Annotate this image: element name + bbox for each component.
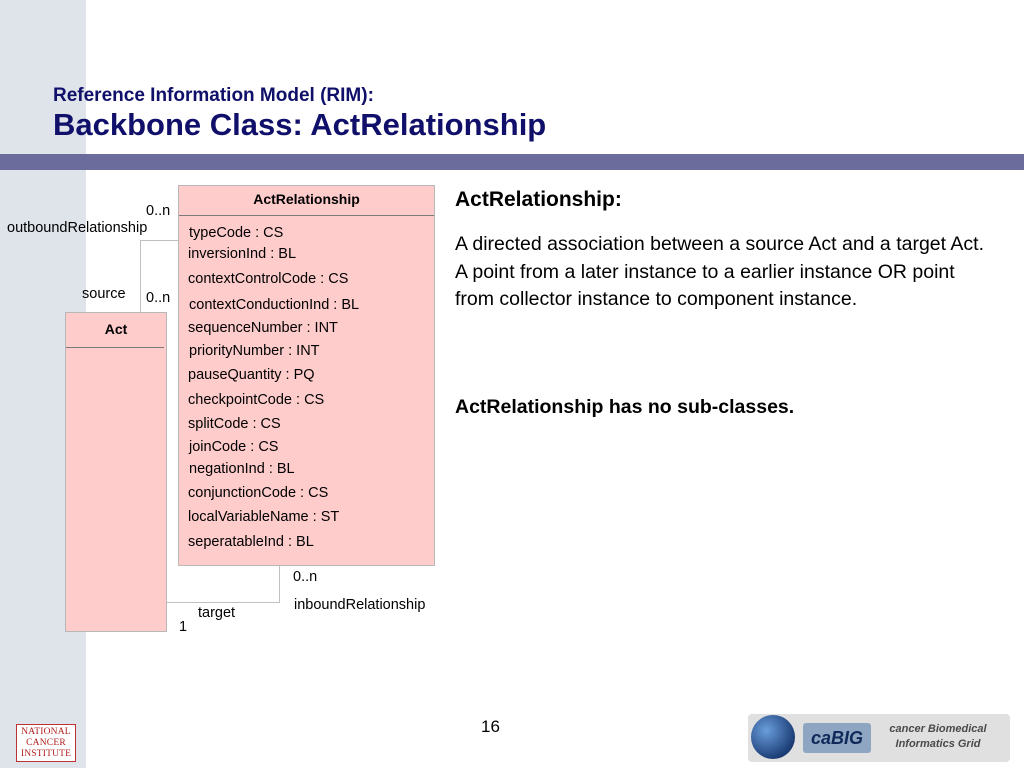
attribute-contextconductionind: contextConductionInd : BL: [189, 297, 360, 313]
attribute-localvariablename: localVariableName : ST: [188, 509, 340, 525]
slide-title-line-2: Backbone Class: ActRelationship: [53, 107, 547, 142]
description-heading: ActRelationship:: [455, 188, 622, 211]
attribute-sequencenumber: sequenceNumber : INT: [188, 320, 338, 336]
inbound-connector-bottom: [166, 602, 280, 603]
actrelationship-class-box: ActRelationship: [178, 185, 435, 566]
title-divider-bar: [0, 154, 1024, 170]
description-text: A directed association between a source …: [455, 233, 984, 310]
attribute-conjunctioncode: conjunctionCode : CS: [188, 485, 329, 501]
target-role-label: target: [198, 605, 236, 621]
attribute-prioritynumber: priorityNumber : INT: [189, 343, 320, 359]
act-class-box: Act: [65, 312, 167, 632]
actrelationship-class-separator: [179, 215, 434, 216]
cabig-wordmark: caBIG: [803, 723, 871, 753]
slide-title-line-1: Reference Information Model (RIM):: [53, 85, 374, 106]
attribute-typecode: typeCode : CS: [189, 225, 284, 241]
attribute-seperatableind: seperatableInd : BL: [188, 534, 314, 550]
source-multiplicity: 0..n: [146, 290, 171, 306]
attribute-joincode: joinCode : CS: [189, 439, 279, 455]
act-class-name: Act: [104, 321, 128, 337]
attribute-pausequantity: pauseQuantity : PQ: [188, 367, 315, 383]
attribute-negationind: negationInd : BL: [189, 461, 295, 477]
attribute-contextcontrolcode: contextControlCode : CS: [188, 271, 349, 287]
inbound-connector-vertical: [279, 566, 280, 603]
act-class-separator: [66, 347, 164, 348]
page-number: 16: [481, 717, 500, 736]
globe-icon: [751, 715, 795, 759]
nci-logo: NATIONAL CANCER INSTITUTE: [16, 724, 76, 762]
actrelationship-class-name: ActRelationship: [253, 191, 360, 207]
attribute-checkpointcode: checkpointCode : CS: [188, 392, 325, 408]
source-role-label: source: [82, 286, 126, 302]
attribute-inversionind: inversionInd : BL: [188, 246, 297, 262]
attribute-splitcode: splitCode : CS: [188, 416, 281, 432]
cabig-logo: caBIG cancer Biomedical Informatics Grid: [748, 714, 1010, 762]
inbound-multiplicity: 0..n: [293, 569, 318, 585]
cabig-tagline: cancer Biomedical Informatics Grid: [889, 723, 987, 750]
outbound-multiplicity: 0..n: [146, 203, 171, 219]
outbound-connector-top: [140, 240, 180, 241]
target-multiplicity: 1: [179, 619, 188, 635]
outbound-role-label: outboundRelationship: [7, 220, 148, 236]
subclass-note: ActRelationship has no sub-classes.: [455, 396, 795, 418]
outbound-connector-vertical: [140, 240, 141, 313]
inbound-role-label: inboundRelationship: [294, 597, 426, 613]
